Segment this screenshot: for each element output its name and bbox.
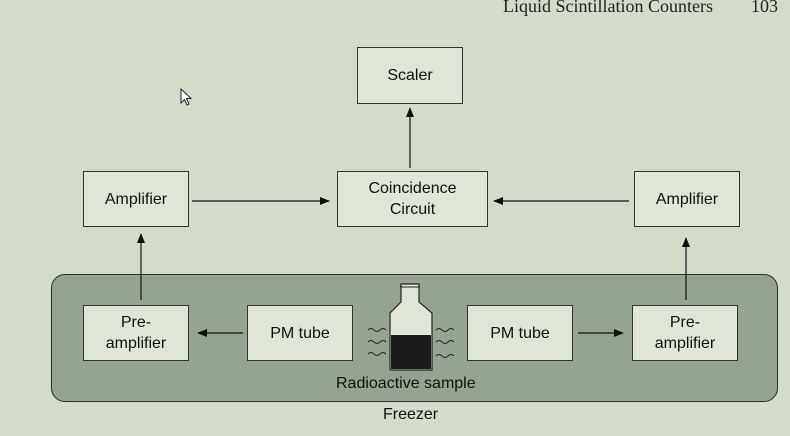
pm-tube-right-box: PM tube (467, 305, 573, 361)
freezer-label: Freezer (383, 406, 439, 423)
coincidence-circuit-box: Coincidence Circuit (337, 171, 488, 227)
mouse-cursor-icon (180, 88, 193, 106)
page-header: Liquid Scintillation Counters 103 (503, 0, 778, 17)
preamplifier-right-box: Pre- amplifier (632, 305, 738, 361)
pm-tube-left-box: PM tube (247, 305, 353, 361)
scaler-box: Scaler (357, 47, 463, 104)
preamplifier-left-box: Pre- amplifier (83, 305, 189, 361)
running-title: Liquid Scintillation Counters (503, 0, 713, 16)
sample-bottle-icon (389, 283, 433, 371)
amplifier-left-box: Amplifier (83, 171, 189, 227)
amplifier-right-box: Amplifier (634, 171, 740, 227)
radiation-emission-icon (367, 328, 455, 358)
sample-label: Radioactive sample (336, 375, 476, 392)
page-number: 103 (751, 0, 778, 16)
